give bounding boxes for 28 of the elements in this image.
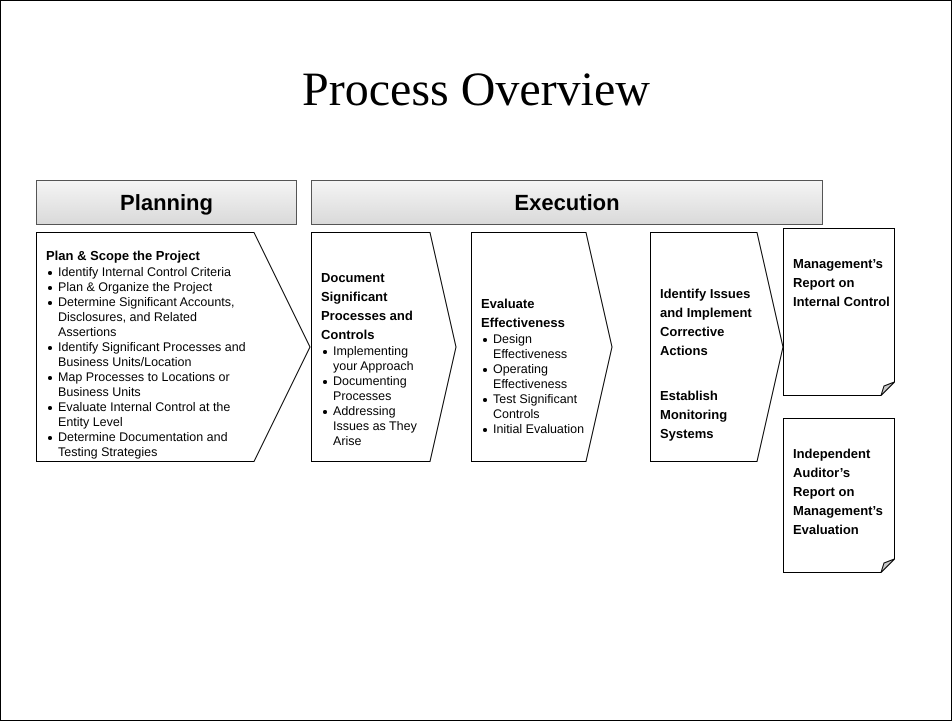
bullet-item: Determine Significant Accounts, Disclosures, and Related Assertions	[58, 295, 234, 339]
bullet-item: Design Effectiveness	[493, 332, 568, 361]
bullet-item: Implementing your Approach	[333, 344, 414, 373]
process-step-panel	[471, 232, 612, 462]
process-step-panel	[311, 232, 456, 462]
step-heading: Evaluate Effectiveness	[481, 295, 566, 332]
bullet-item: Operating Effectiveness	[493, 362, 568, 391]
bullet-item: Documenting Processes	[333, 374, 407, 403]
bullet-item: Plan & Organize the Project	[58, 280, 212, 294]
bullet-item: Evaluate Internal Control at the Entity Level	[58, 400, 230, 429]
slide-title: Process Overview	[301, 62, 651, 118]
report-document	[783, 418, 895, 573]
phase-header-bar: Planning	[36, 180, 297, 225]
document-title: Management’s Report on Internal Control	[793, 255, 891, 311]
step-heading: Plan & Scope the Project	[46, 247, 201, 265]
bullet-item: Map Processes to Locations or Business Units	[58, 370, 230, 399]
phase-header-bar: Execution	[311, 180, 823, 225]
bullet-item: Identify Internal Control Criteria	[58, 265, 231, 279]
report-document	[783, 228, 895, 396]
bullet-item: Test Significant Controls	[493, 392, 578, 421]
step-heading: Document Significant Processes and Controls	[321, 269, 414, 344]
bullet-item: Addressing Issues as They Arise	[333, 404, 417, 448]
document-title: Independent Auditor’s Report on Management’s Evaluation	[793, 445, 884, 539]
step-heading: Establish Monitoring Systems	[660, 387, 728, 443]
bullet-item: Determine Documentation and Testing Strategies	[58, 430, 228, 459]
step-heading: Identify Issues and Implement Corrective Actions	[660, 285, 753, 360]
bullet-item: Identify Significant Processes and Business Units/Location	[58, 340, 246, 369]
bullet-item: Initial Evaluation	[493, 422, 584, 436]
